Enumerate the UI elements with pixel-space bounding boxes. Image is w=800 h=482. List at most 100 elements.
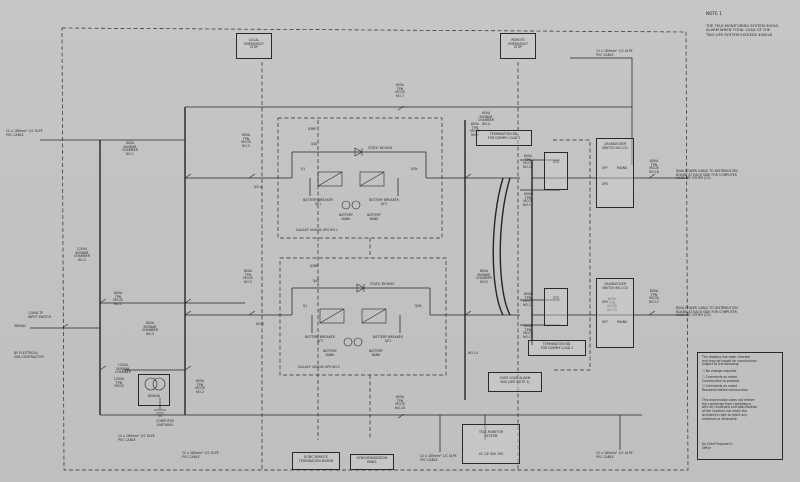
ups2-inverter-diag (361, 308, 387, 324)
overload-alarm-box: OVER LOAD ALARM BOX (SEE NOTE 1) (488, 372, 542, 392)
outer-frame (61, 27, 689, 471)
transformer-mccb-label: 1200A TPN MCCB (113, 377, 125, 389)
busbar-chamber-6: 1200A BUSBAR CHAMBER (115, 363, 131, 375)
top-cable-right (570, 57, 633, 107)
ups2-q3bp: Q3BP (309, 264, 319, 268)
dcmc-remote-box: DCMC REMOTE TERMINATION BOARD (292, 452, 340, 470)
ups2-rectifier (319, 308, 345, 324)
sts-2-box: STS (544, 288, 568, 326)
breaker-no1-label: 800A TPN MCCB NO.1 (113, 291, 123, 307)
breaker-no3-label: 800A TPN MCCB NO.3 (241, 133, 251, 149)
battery-2 (351, 200, 361, 210)
dcmc-remote-label: DCMC REMOTE TERMINATION BOARD (298, 455, 334, 463)
breaker-no11-label: 800A TPN MCCB NO.11 (523, 192, 533, 208)
ups1-rectifier-diag (317, 171, 343, 187)
ups1-outline (277, 117, 443, 239)
legend-line-3: ☐ Comments as noted Construction to proc… (702, 375, 740, 383)
breaker-no5-label: 800A TPN MCCB NO.5 (243, 269, 253, 285)
ups1-inverter-diag (359, 171, 385, 187)
battery-4 (353, 337, 363, 347)
busbar-chamber-4: 800A BUSBAR CHAMBER NO.4 (478, 111, 494, 127)
ups1-rectifier (317, 171, 343, 187)
earth-symbol (154, 398, 166, 417)
bypass-diode-1 (354, 147, 363, 157)
ups2-static-bypass: STATIC BY-PASS (370, 282, 395, 286)
ups2-q5n: Q5N (414, 304, 422, 308)
cable-label-bottom-right: 12 x 185mm² 1/C XLPE PVC CABLE (596, 451, 633, 459)
sts-1-label: STS (553, 160, 559, 164)
breaker-no15-label: 800A TPN MCCB NO.15 (607, 297, 617, 313)
overload-alarm-label: OVER LOAD ALARM BOX (SEE NOTE 1) (499, 376, 531, 384)
breaker-contacts (61, 105, 656, 419)
incoming-switch-label: 1200A TP INPUT SWITCH (28, 311, 51, 319)
output-label-top: 800A POWER CABLE TO DISTRIBUTION BOARD A… (676, 169, 738, 181)
telemonitor-cable-label: 4C 1/P 400-700 (478, 452, 504, 456)
legend-line-1: The drawing has been checked and may be … (702, 355, 757, 367)
ups1-title: GALAXY 400kVA UPS NO.1 (296, 228, 338, 232)
ups1-battery-breaker-right: BATTERY BREAKER QF1 (369, 198, 399, 206)
ups1-internal (291, 152, 427, 196)
ups2-rectifier-diag (319, 308, 345, 324)
supply-from-label: BY ELECTRICAL SUB-CONTRACTOR (14, 351, 44, 359)
breaker-no12-label: 800A TPN MCCB NO.12 (523, 292, 533, 308)
output-label-bottom: 800A POWER CABLE TO DISTRIBUTION BOARD A… (676, 306, 738, 318)
dummy-load-1-box: TERMINATION BD. FOR DUMMY LOAD 1 (476, 130, 532, 146)
note-title: NOTE 1 (706, 11, 722, 16)
changeover-1-box: CHANGEOVER SWITCH NO.CO1 OFF MAINS UPS (596, 138, 634, 208)
busbar-chamber-2: 1200A BUSBAR CHAMBER NO.2 (74, 247, 90, 263)
mains-voltage-label: 380VAC (14, 324, 27, 328)
remote-emergency-stop-label: REMOTE EMERGENCY STOP (508, 38, 528, 50)
sts-2-label: STS (553, 296, 559, 300)
dummy-load-2-label: TERMINATION BD. FOR DUMMY LOAD 2 (540, 342, 574, 350)
ups1-q5n: Q5N (410, 167, 418, 171)
dummy-load-1-label: TERMINATION BD. FOR DUMMY LOAD 1 (487, 132, 521, 140)
ups1-battery-bank: BATTERY BANK (339, 213, 353, 221)
legend-line-4: ☐ Comments as noted Resubmit before cons… (702, 384, 748, 392)
dummy-load-2-box: TERMINATION BD. FOR DUMMY LOAD 2 (528, 340, 586, 356)
breaker-no18-label: 800A TPN MCCB NO.18 (395, 395, 405, 411)
changeover-2-label: CHANGEOVER SWITCH NO.CO2 (602, 282, 628, 290)
sts-top-link (520, 159, 560, 191)
ups2-battery-bank-right: BATTERY BANK (369, 349, 383, 357)
changeover-2-off: OFF (601, 320, 609, 324)
crossover (492, 177, 511, 316)
busbar-chamber-5: 800A BUSBAR CHAMBER NO.5 (476, 269, 492, 285)
ups1-q3bp: Q3BP (307, 127, 317, 131)
ups2-q1: Q1 (302, 304, 308, 308)
ups1-battery-bank-right: BATTERY BANK (367, 213, 381, 221)
ups2-battery-breaker-left: BATTERY BREAKER QF1 (305, 335, 335, 343)
cable-label-bottom-far-left: 12 x 185mm² 1/C XLPE PVC CABLE (182, 451, 219, 459)
bypass-diode-2 (356, 283, 365, 293)
cable-label-bottom-left: 12 x 185mm² 1/C XLPE PVC CABLE (118, 434, 155, 442)
legend-line-6: for Chief Engineer's Office (702, 442, 733, 450)
changeover-1-mains: MAINS (616, 166, 628, 170)
telemonitor-box: TELE-MONITOR SYSTEM 4C 1/P 400-700 (462, 424, 520, 464)
computer-earthing-label: COMPUTER EARTHING (156, 419, 174, 427)
ups1-q1: Q1 (300, 167, 306, 171)
cable-label-bottom-mid: 12 x 185mm² 1/C XLPE PVC CABLE (420, 454, 457, 462)
note-body: THE TELE-MONITORING SYSTEM SHOUL ALARM W… (706, 24, 779, 37)
ups1-inverter (359, 171, 385, 187)
ups2-outline (279, 257, 447, 376)
sts-dash (553, 139, 591, 371)
battery-3 (343, 337, 353, 347)
changeover-2-ups: UPS (601, 300, 609, 304)
breaker-no2-label: 800A TPN MCCB NO.2 (195, 379, 205, 395)
ups1-battery-breaker-left: BATTERY BREAKER QF1 (303, 198, 333, 206)
breaker-no10-label: 800A TPN MCCB NO.10 (523, 154, 533, 170)
changeover-2-box: CHANGEOVER SWITCH NO.CO2 UPS OFF MAINS (596, 278, 634, 348)
changeover-2-mains: MAINS (616, 320, 628, 324)
sts-1-box: STS (544, 152, 568, 190)
remote-emergency-stop-box: REMOTE EMERGENCY STOP (500, 33, 536, 59)
cable-label-top-left: 12 x 185mm² 1/C XLPE PVC CABLE (6, 129, 43, 137)
battery-1 (341, 200, 351, 210)
transformer-coil-2 (152, 377, 166, 391)
ups2-battery-bank-left: BATTERY BANK (323, 349, 337, 357)
ups2-inverter (361, 308, 387, 324)
synchronization-panel-label: SYNCHRONIZATION PANEL (356, 456, 388, 464)
telemonitor-label: TELE-MONITOR SYSTEM (478, 430, 504, 438)
breaker-no7-label: 800A TPN MCCB NO.7 (395, 83, 405, 99)
approval-legend: The drawing has been checked and may be … (697, 352, 783, 460)
